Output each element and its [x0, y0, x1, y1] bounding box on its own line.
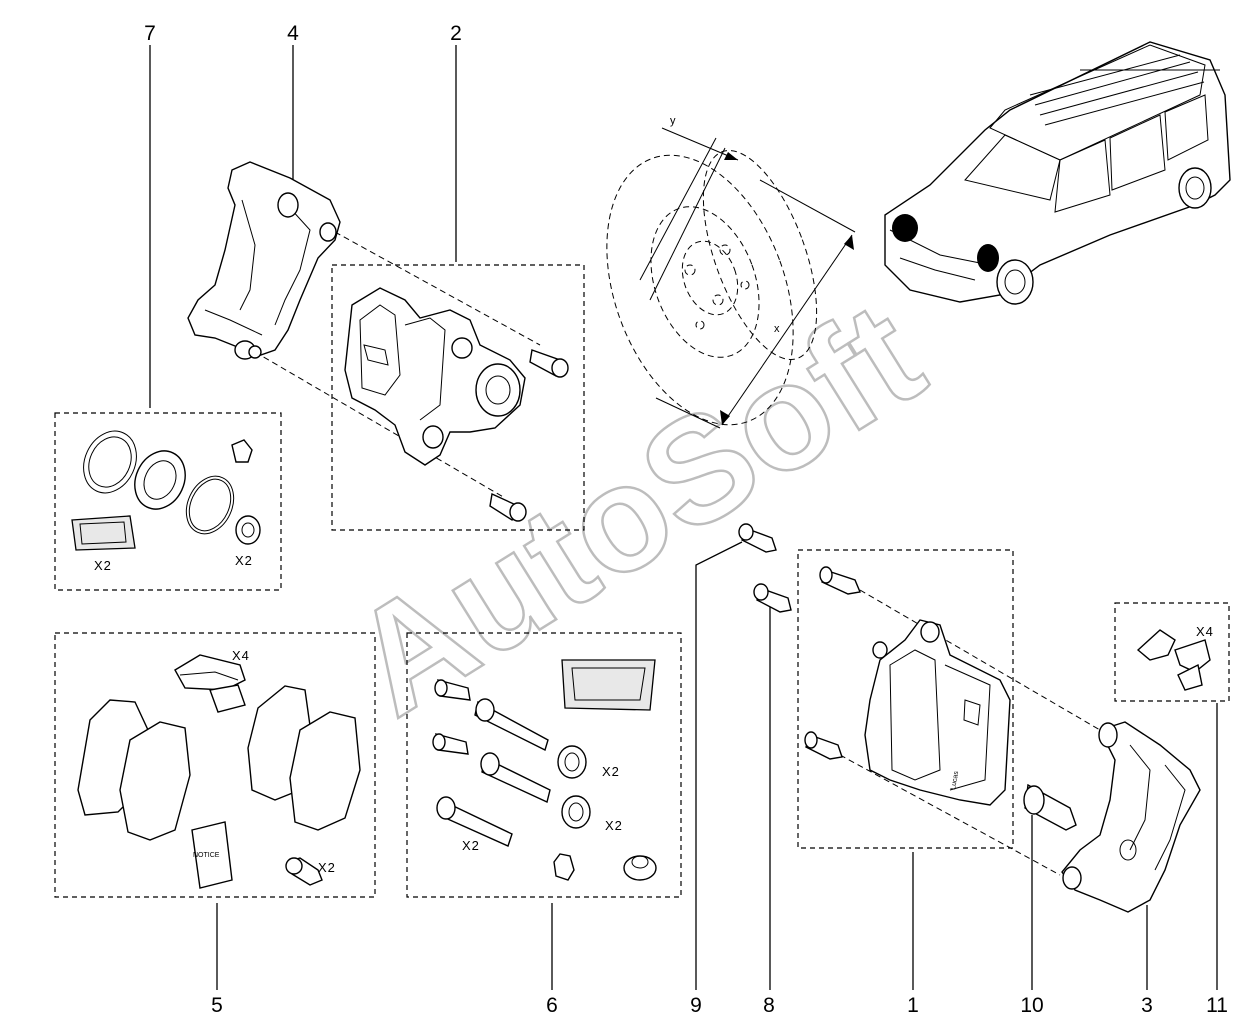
qty-kit6-c: X2 — [462, 838, 480, 853]
callout-1: 1 — [907, 994, 919, 1017]
kit-box-7 — [54, 412, 282, 591]
qty-kit6-b: X2 — [605, 818, 623, 833]
kit-box-11 — [1114, 602, 1230, 702]
qty-kit6-a: X2 — [602, 764, 620, 779]
bolt-8 — [753, 583, 792, 613]
callout-8: 8 — [763, 994, 775, 1017]
caliper-bracket-right — [1061, 721, 1201, 913]
dimension-x-line — [721, 234, 853, 426]
notice-label: NOTICE — [193, 852, 220, 859]
caliper-body-2 — [344, 287, 526, 466]
kit-box-6 — [406, 632, 682, 898]
bolt-kit-2-lower — [489, 492, 527, 522]
clip-kit-11: X4 — [1136, 624, 1214, 691]
caliper-1: Lucas — [804, 566, 1011, 806]
bolt-10 — [1023, 783, 1077, 831]
guide-line — [859, 589, 1101, 731]
guide-line — [839, 754, 1061, 876]
qty-kit7-b: X2 — [235, 553, 253, 568]
guide-line — [334, 231, 541, 346]
callout-2: 2 — [450, 22, 462, 45]
callout-5: 5 — [211, 994, 223, 1017]
guide-line — [254, 351, 506, 499]
callout-7: 7 — [144, 22, 156, 45]
qty-kit5-x4: X4 — [232, 648, 250, 663]
axis-y-label: y — [670, 115, 676, 127]
caliper-brand: Lucas — [950, 770, 960, 790]
qty-kit5-x2: X2 — [318, 860, 336, 875]
callout-11: 11 — [1206, 994, 1228, 1017]
car-illustration — [884, 41, 1231, 305]
kit-box-2 — [331, 264, 585, 531]
callout-10: 10 — [1020, 994, 1043, 1017]
caliper-bracket-left — [187, 161, 341, 360]
kit-box-1 — [797, 549, 1014, 849]
pad-kit-5: NOTICE X4 X2 — [77, 648, 361, 889]
callout-3: 3 — [1141, 994, 1153, 1017]
bolt-kit-2-upper — [529, 349, 569, 378]
dimension-y-line — [661, 127, 739, 161]
leader-9 — [695, 541, 743, 990]
guide-pin-kit-6: X2 X2 X2 — [432, 659, 657, 881]
qty-kit7-a: X2 — [94, 558, 112, 573]
callout-4: 4 — [287, 22, 299, 45]
seal-kit-7: X2 X2 — [71, 430, 261, 573]
bolt-9 — [738, 523, 777, 553]
brake-disc: x y — [606, 115, 856, 429]
kit-box-5 — [54, 632, 376, 898]
callout-9: 9 — [690, 994, 702, 1017]
qty-kit11-x4: X4 — [1196, 624, 1214, 639]
axis-x-label: x — [774, 323, 780, 335]
callout-6: 6 — [546, 994, 558, 1017]
